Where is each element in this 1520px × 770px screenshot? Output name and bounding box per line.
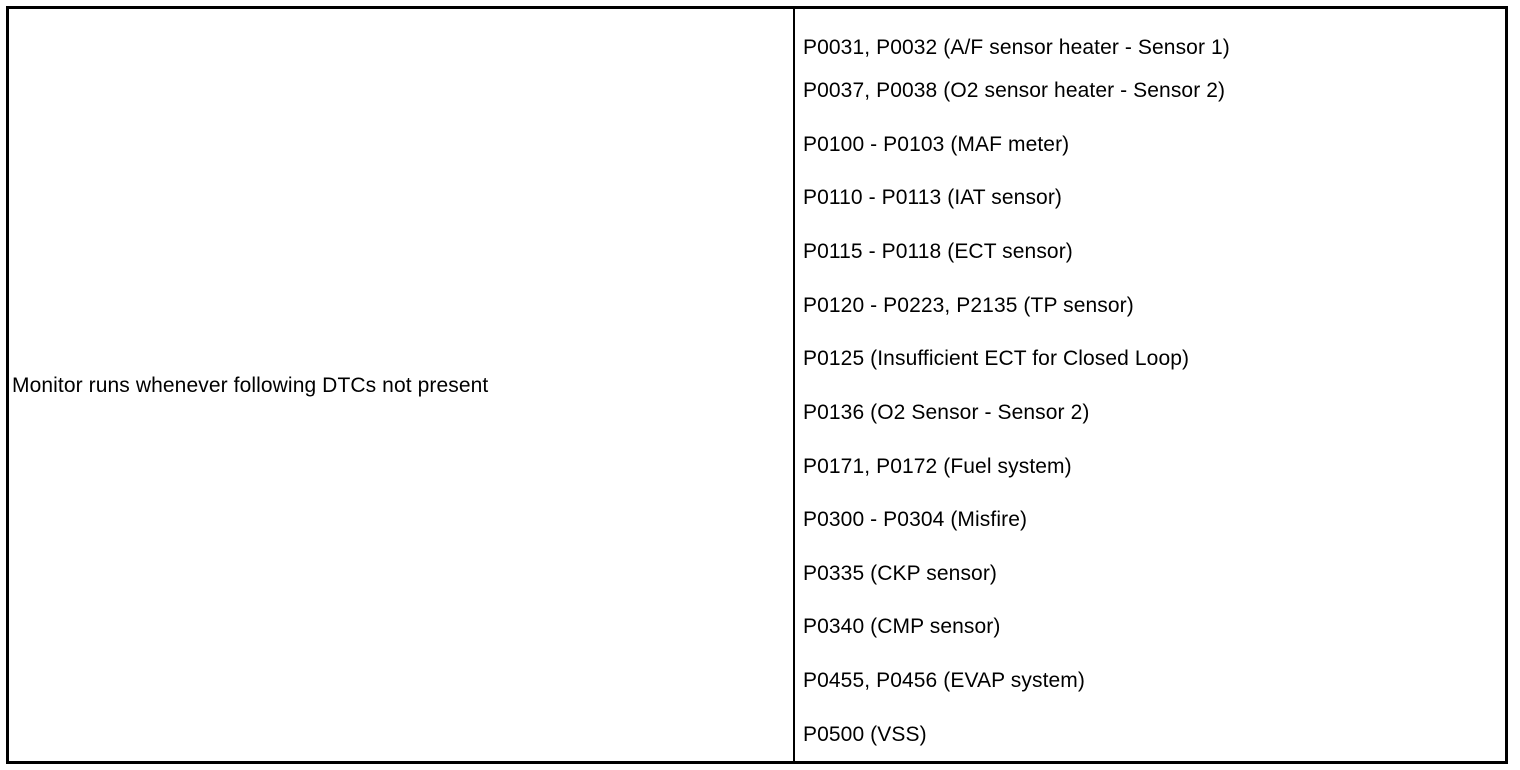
dtc-row: P0300 - P0304 (Misfire) <box>803 508 1028 532</box>
dtc-row: P0031, P0032 (A/F sensor heater - Sensor… <box>803 35 1230 59</box>
condition-label: Monitor runs whenever following DTCs not… <box>12 373 489 397</box>
dtc-row: P0455, P0456 (EVAP system) <box>803 669 1085 693</box>
dtc-row: P0500 (VSS) <box>803 722 927 746</box>
dtc-row: P0120 - P0223, P2135 (TP sensor) <box>803 293 1134 317</box>
dtc-list-cell: P0031, P0032 (A/F sensor heater - Sensor… <box>795 9 1505 761</box>
dtc-row: P0335 (CKP sensor) <box>803 561 998 585</box>
dtc-row: P0037, P0038 (O2 sensor heater - Sensor … <box>803 79 1226 103</box>
dtc-row: P0115 - P0118 (ECT sensor) <box>803 239 1073 263</box>
dtc-row: P0340 (CMP sensor) <box>803 615 1001 639</box>
dtc-row: P0110 - P0113 (IAT sensor) <box>803 186 1063 210</box>
dtc-conditions-table: Monitor runs whenever following DTCs not… <box>6 6 1508 764</box>
dtc-row: P0136 (O2 Sensor - Sensor 2) <box>803 400 1090 424</box>
dtc-row: P0171, P0172 (Fuel system) <box>803 454 1072 478</box>
dtc-row: P0125 (Insufficient ECT for Closed Loop) <box>803 347 1190 371</box>
condition-cell: Monitor runs whenever following DTCs not… <box>9 9 795 761</box>
dtc-row: P0100 - P0103 (MAF meter) <box>803 132 1070 156</box>
